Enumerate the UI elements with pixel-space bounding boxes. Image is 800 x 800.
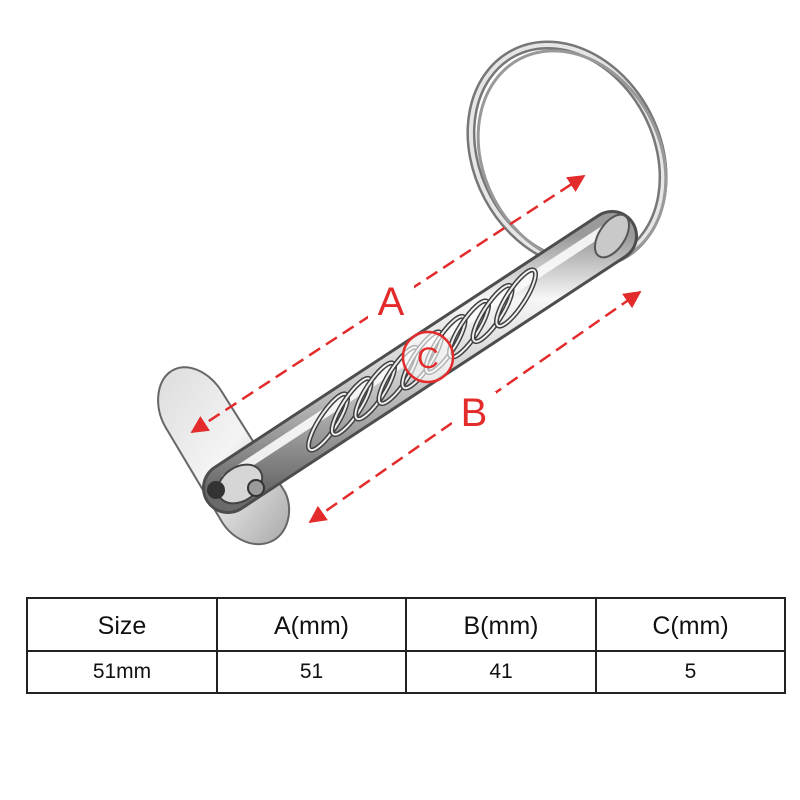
cell-b: 41 [405, 650, 597, 694]
table-header-row: Size A(mm) B(mm) C(mm) [26, 597, 786, 652]
header-size: Size [26, 597, 218, 652]
pin-diagram: A B C [157, 40, 668, 546]
label-a: A [378, 280, 405, 324]
dimension-c: C [401, 330, 455, 384]
cell-c: 5 [595, 650, 786, 694]
cell-size: 51mm [26, 650, 218, 694]
spec-table: Size A(mm) B(mm) C(mm) 51mm 51 41 5 [26, 597, 786, 694]
header-a: A(mm) [216, 597, 407, 652]
table-row: 51mm 51 41 5 [26, 650, 786, 694]
cell-a: 51 [216, 650, 407, 694]
header-c: C(mm) [595, 597, 786, 652]
label-b: B [461, 391, 488, 435]
dimension-b: B [308, 290, 642, 524]
header-b: B(mm) [405, 597, 597, 652]
label-c: C [417, 342, 439, 375]
